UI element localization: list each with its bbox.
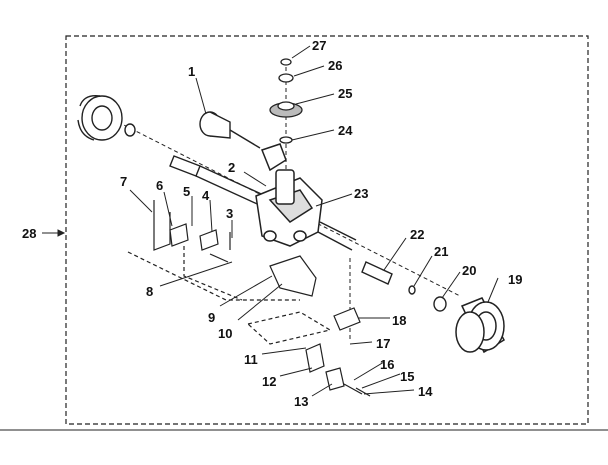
label-7: 7 (120, 174, 127, 189)
label-14: 14 (418, 384, 433, 399)
label-1: 1 (188, 64, 195, 79)
label-24: 24 (338, 123, 353, 138)
label-26: 26 (328, 58, 342, 73)
label-10: 10 (218, 326, 232, 341)
right-axle-tube (361, 261, 447, 312)
label-11: 11 (244, 352, 258, 367)
left-wheel (77, 95, 136, 141)
label-2: 2 (228, 160, 235, 175)
label-21: 21 (434, 244, 448, 259)
leader-lines (129, 45, 499, 397)
gearbox-housing (255, 143, 357, 251)
label-6: 6 (156, 178, 163, 193)
arrow-28 (42, 229, 66, 237)
label-16: 16 (380, 357, 394, 372)
label-4: 4 (202, 188, 210, 203)
pulley-part-1 (199, 111, 261, 149)
label-19: 19 (508, 272, 522, 287)
label-22: 22 (410, 227, 424, 242)
label-13: 13 (294, 394, 308, 409)
label-8: 8 (146, 284, 153, 299)
label-12: 12 (262, 374, 276, 389)
right-wheel (455, 297, 505, 354)
label-5: 5 (183, 184, 190, 199)
label-20: 20 (462, 263, 476, 278)
label-23: 23 (354, 186, 368, 201)
brackets-left (127, 200, 300, 301)
left-axle-tube (169, 155, 271, 209)
label-15: 15 (400, 369, 414, 384)
label-25: 25 (338, 86, 352, 101)
label-28: 28 (22, 226, 36, 241)
diagram-frame (65, 35, 589, 425)
label-18: 18 (392, 313, 406, 328)
label-3: 3 (226, 206, 233, 221)
shaft-stack (269, 58, 303, 144)
label-9: 9 (208, 310, 215, 325)
label-17: 17 (376, 336, 390, 351)
label-27: 27 (312, 38, 326, 53)
